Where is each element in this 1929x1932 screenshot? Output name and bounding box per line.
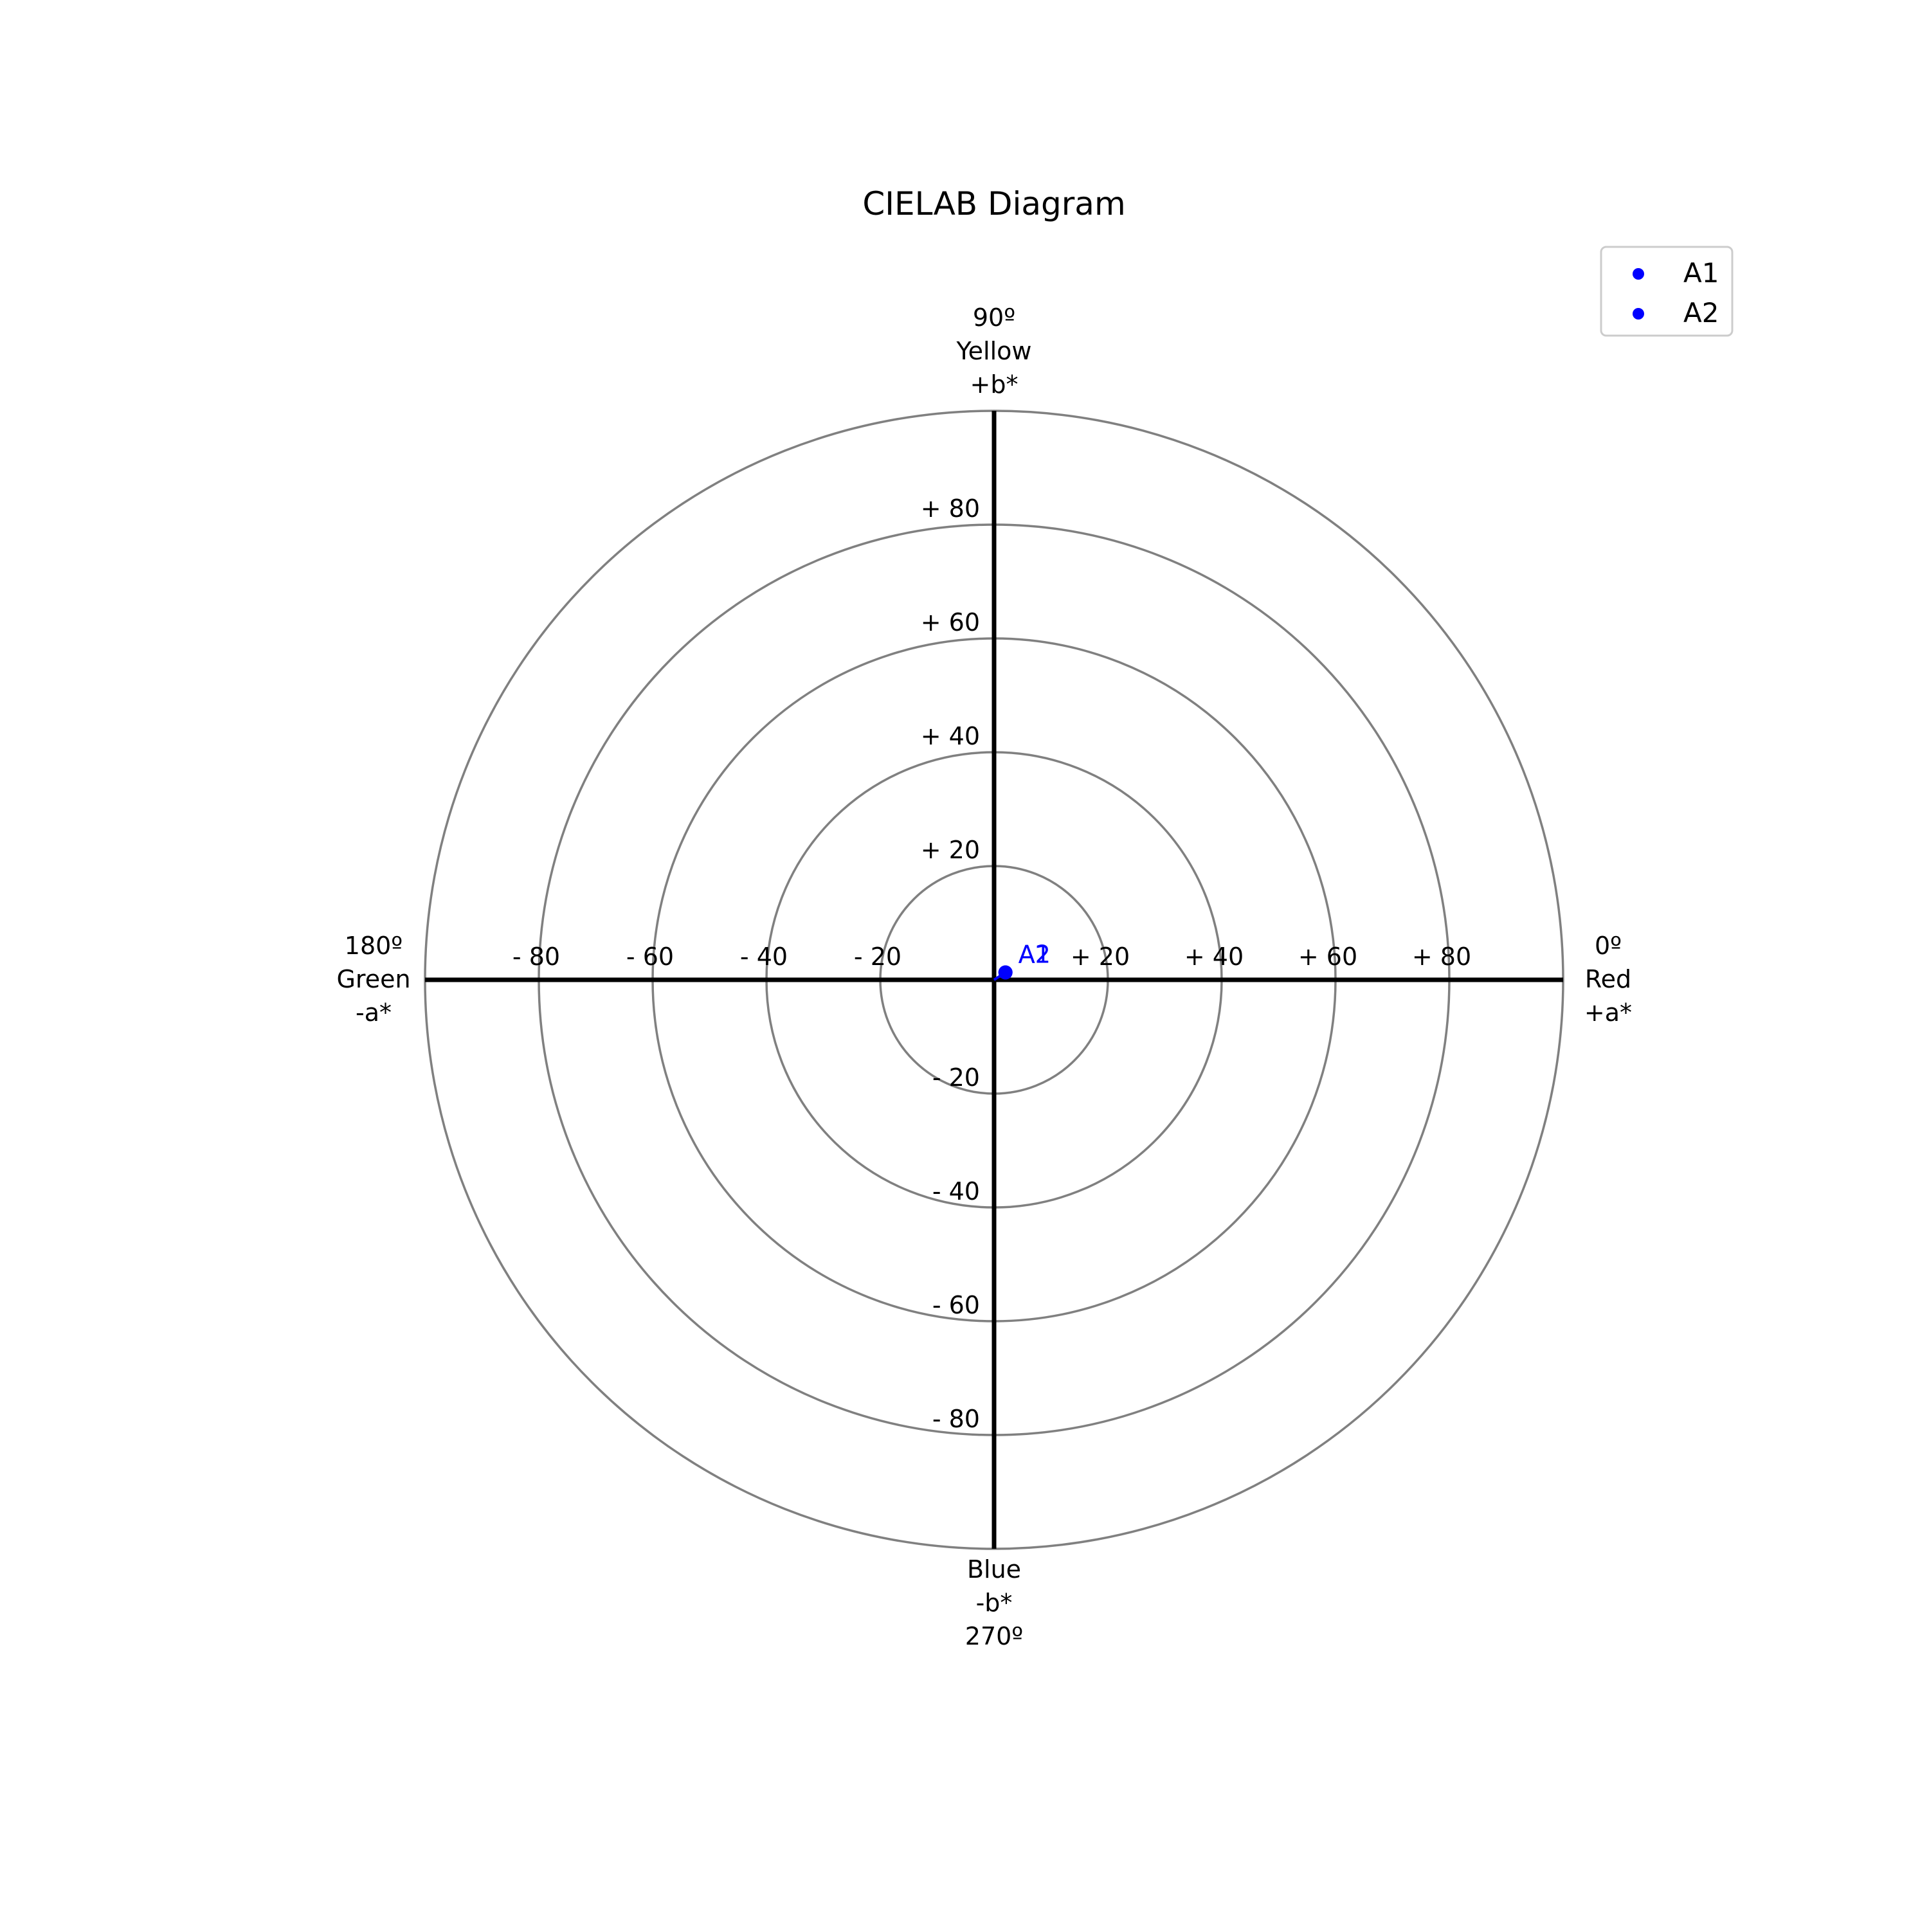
- x-tick-label: + 20: [1071, 943, 1130, 971]
- x-tick-label: - 60: [626, 943, 674, 971]
- point-label: A1: [1019, 940, 1051, 968]
- x-tick-label: - 80: [512, 943, 560, 971]
- y-tick-label: - 60: [932, 1291, 980, 1319]
- legend-marker: [1633, 308, 1644, 320]
- y-tick-label: - 40: [932, 1177, 980, 1205]
- x-tick-label: - 20: [854, 943, 901, 971]
- y-tick-label: + 80: [921, 494, 980, 523]
- x-tick-label: + 80: [1412, 943, 1471, 971]
- y-tick-label: - 80: [932, 1405, 980, 1433]
- x-tick-label: - 40: [740, 943, 788, 971]
- x-tick-label: + 40: [1184, 943, 1244, 971]
- x-tick-label: + 60: [1298, 943, 1357, 971]
- chart-title: CIELAB Diagram: [862, 185, 1125, 222]
- y-tick-label: + 40: [921, 722, 980, 750]
- legend-label: A1: [1683, 257, 1719, 289]
- y-tick-label: + 60: [921, 608, 980, 636]
- point-label: A2: [1019, 940, 1051, 968]
- legend-marker: [1633, 268, 1644, 280]
- legend-label: A2: [1683, 297, 1719, 329]
- direction-label-bottom: Blue-b*270º: [965, 1555, 1023, 1650]
- ticks-layer: - 80 - 60 - 40 - 20 + 20 + 40 + 60 + 80 + 80 + 60…: [512, 494, 1471, 1433]
- data-point: [998, 965, 1013, 980]
- y-tick-label: + 20: [921, 836, 980, 864]
- y-tick-label: - 20: [932, 1063, 980, 1092]
